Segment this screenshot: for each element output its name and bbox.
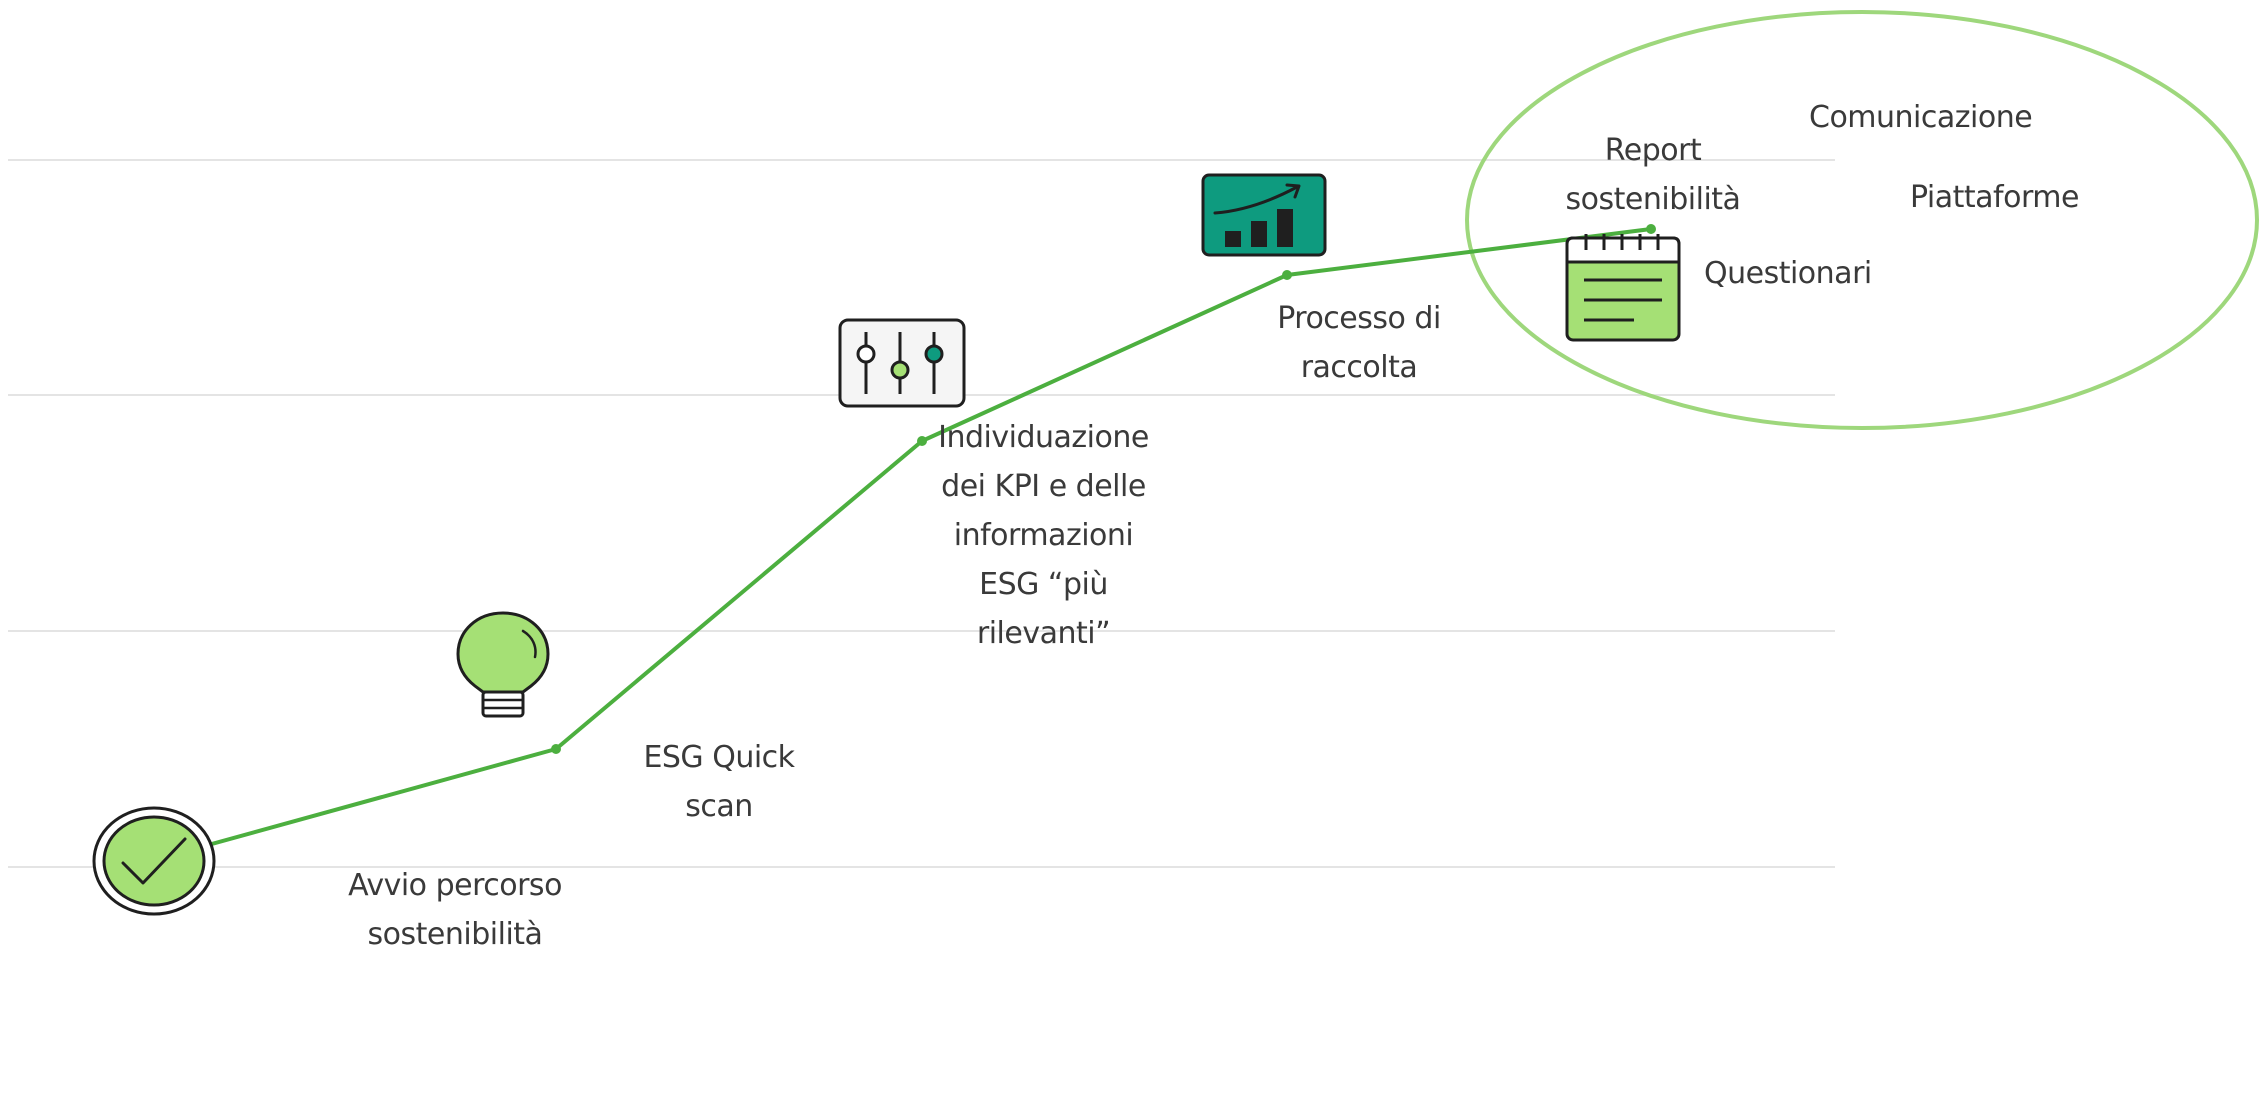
path-node — [917, 436, 927, 446]
gridline — [8, 159, 1835, 161]
label-line: ESG “più — [979, 567, 1108, 602]
output-comunicazione: Comunicazione — [1809, 100, 2033, 135]
label-line: sostenibilità — [1565, 182, 1741, 217]
gridline — [8, 630, 1835, 632]
step-label-quick-scan: ESG Quick scan — [599, 733, 839, 831]
step-label-report: Report sostenibilità — [1536, 126, 1770, 224]
label-line: dei KPI e delle — [941, 469, 1146, 504]
label-line: Report — [1604, 133, 1702, 168]
label-line: Individuazione — [938, 420, 1149, 455]
label-line: scan — [685, 789, 753, 824]
label-line: informazioni — [953, 518, 1134, 553]
output-questionari: Questionari — [1704, 256, 1872, 291]
sliders-icon — [838, 318, 966, 408]
step-label-raccolta: Processo di raccolta — [1239, 294, 1479, 392]
label-line: Processo di — [1277, 301, 1441, 336]
path-node — [1282, 270, 1292, 280]
label-line: ESG Quick — [643, 740, 795, 775]
label-line: raccolta — [1300, 350, 1418, 385]
lightbulb-icon — [456, 611, 550, 718]
notepad-icon — [1565, 234, 1681, 342]
highlight-ellipse — [1465, 10, 2259, 430]
output-piattaforme: Piattaforme — [1910, 180, 2079, 215]
check-circle-icon — [92, 806, 216, 916]
growth-chart-icon — [1201, 173, 1327, 257]
label-line: rilevanti” — [976, 616, 1111, 651]
path-node — [551, 744, 561, 754]
step-label-avvio: Avvio percorso sostenibilità — [305, 861, 605, 959]
gridline — [8, 866, 1835, 868]
label-line: Avvio percorso — [348, 868, 562, 903]
label-line: sostenibilità — [367, 917, 543, 952]
step-label-kpi: Individuazione dei KPI e delle informazi… — [917, 413, 1170, 658]
path-node — [1646, 224, 1656, 234]
